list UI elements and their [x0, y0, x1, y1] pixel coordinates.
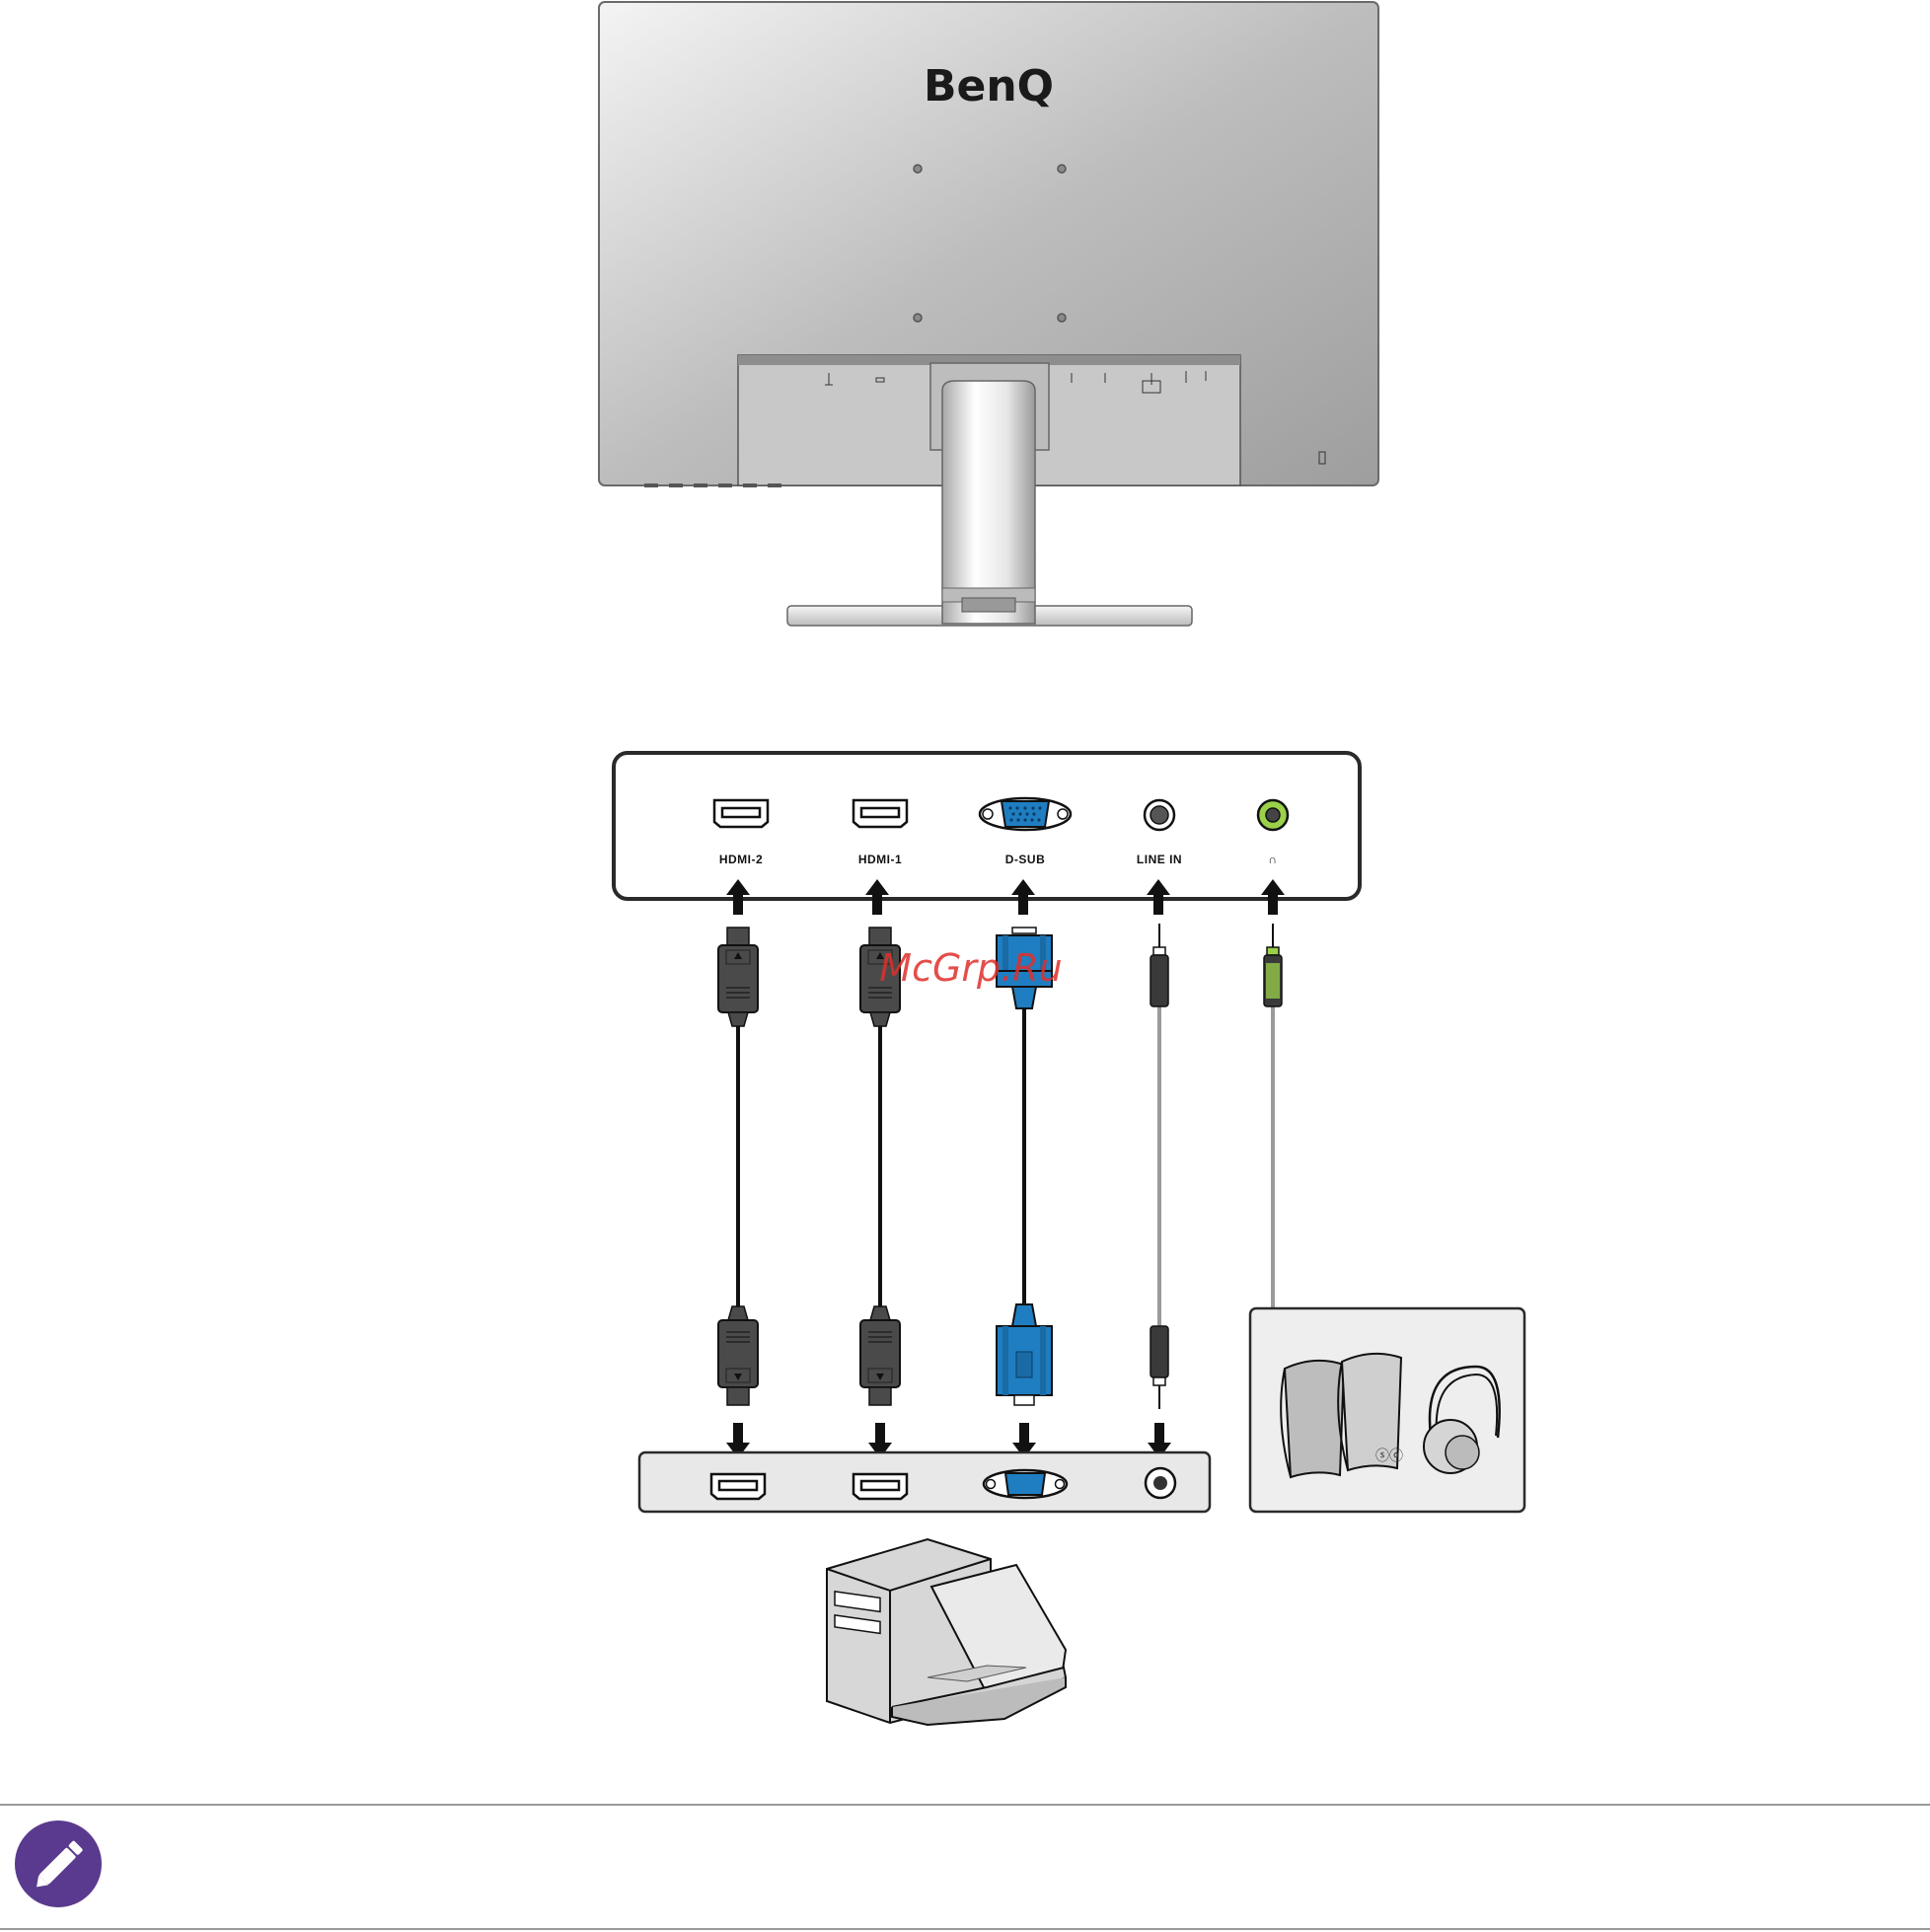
- note-top-divider: [0, 1804, 1930, 1806]
- computer-vga-port-icon: [984, 1470, 1067, 1498]
- hdmi-1-port-icon: [854, 800, 907, 827]
- monitor-back-view: BenQ: [599, 2, 1378, 626]
- line-in-port-label: LINE IN: [1137, 853, 1182, 866]
- svg-text:ⓢⓞ: ⓢⓞ: [1375, 1449, 1403, 1464]
- line-in-port-icon: [1145, 800, 1174, 830]
- hdmi-cable-1: [860, 928, 900, 1405]
- hdmi-1-port-label: HDMI-1: [858, 853, 902, 866]
- headphone-port-icon: [1258, 800, 1288, 830]
- monitor-port-panel: HDMI-2 HDMI-1 D-SUB LINE IN: [614, 753, 1360, 899]
- computer-hdmi-port-1-icon: [711, 1474, 765, 1499]
- dsub-port-icon: [980, 798, 1071, 830]
- computer-hdmi-port-2-icon: [854, 1474, 907, 1499]
- note-section: [0, 1804, 1930, 1932]
- pencil-icon: [15, 1821, 102, 1907]
- dsub-port-label: D-SUB: [1005, 853, 1046, 866]
- audio-cable-line-in: [1151, 924, 1168, 1409]
- stand-neck: [942, 381, 1035, 624]
- hdmi-cable-2: [718, 928, 758, 1405]
- computer-illustration: [827, 1539, 1066, 1725]
- hdmi-2-port-icon: [714, 800, 768, 827]
- hdmi-2-port-label: HDMI-2: [719, 853, 763, 866]
- watermark-text: McGrp.Ru: [879, 946, 1062, 990]
- audio-devices: ⓢⓞ: [1250, 1308, 1524, 1512]
- computer-port-panel: [639, 1452, 1210, 1512]
- note-bottom-divider: [0, 1928, 1930, 1930]
- brand-logo: BenQ: [924, 61, 1054, 111]
- headphone-port-label: ∩: [1268, 853, 1277, 866]
- audio-cable-headphone: [1264, 924, 1282, 1308]
- computer-audio-port-icon: [1146, 1468, 1175, 1498]
- vga-cable: [997, 928, 1052, 1405]
